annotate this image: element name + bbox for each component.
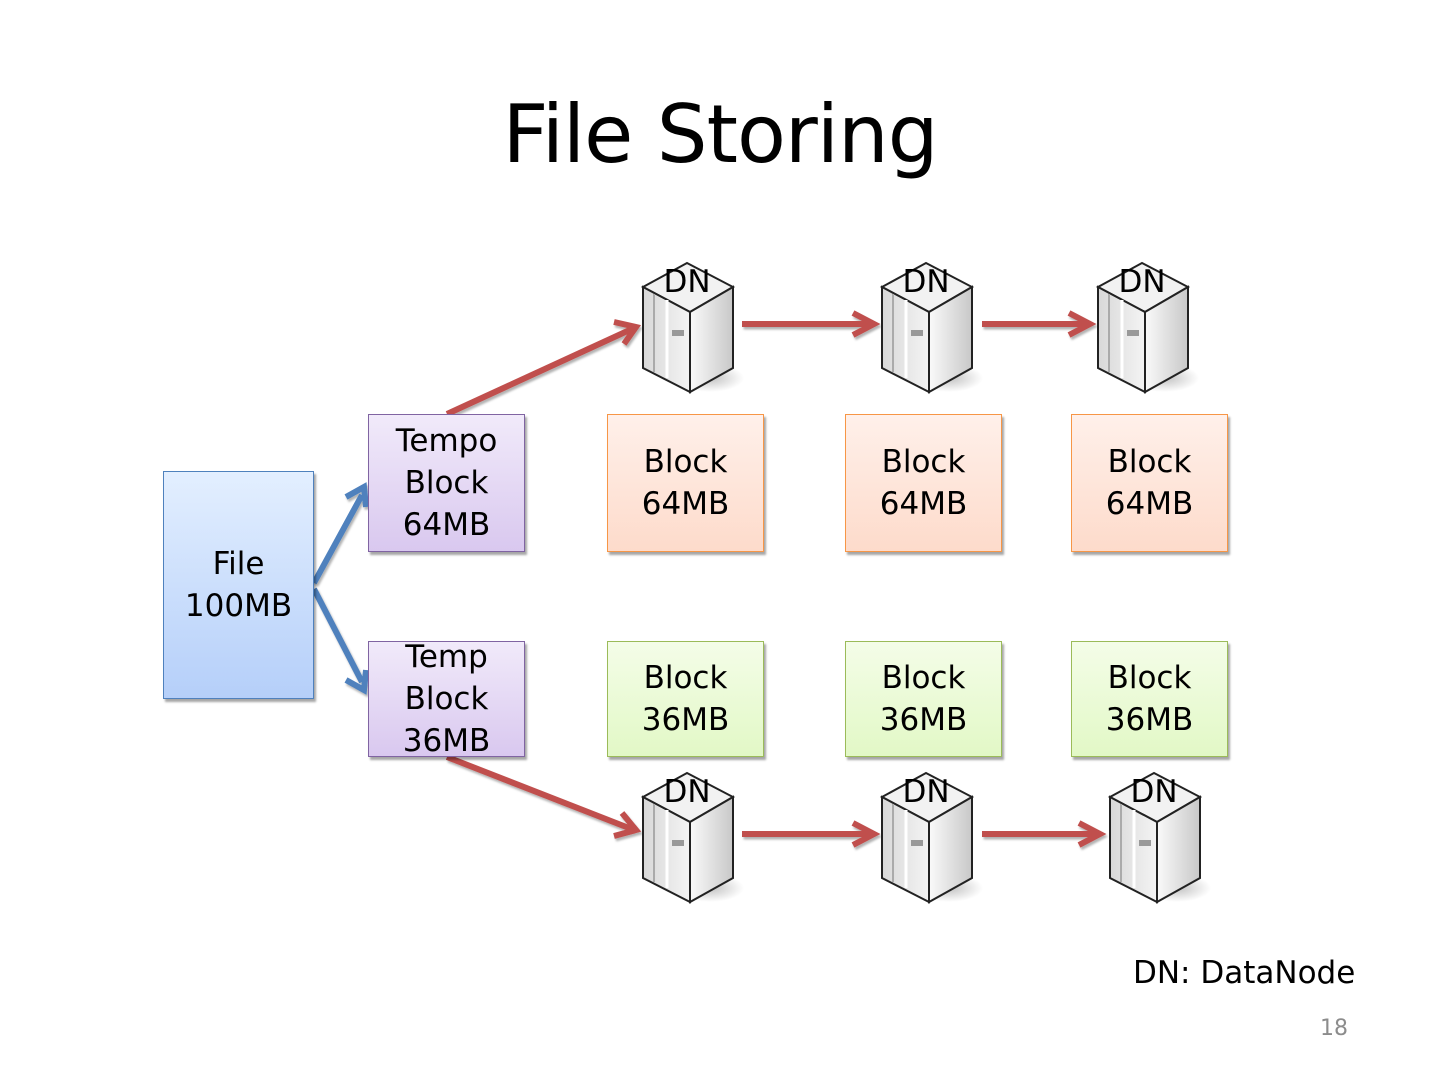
datanode-label: DN: [663, 774, 711, 810]
arrow-dn1-to-dn2-bottom-head: [851, 820, 881, 848]
datanode-label: DN: [902, 774, 950, 810]
block-size: 36MB: [641, 702, 730, 738]
datanode-label: DN: [1118, 264, 1166, 300]
arrow-dn2-to-dn3-bottom-head: [1077, 820, 1107, 848]
block-size: 64MB: [1105, 486, 1194, 522]
slide-title: File Storing: [502, 88, 939, 181]
block-label: Block: [1107, 660, 1192, 696]
server-icon: [640, 261, 744, 394]
arrow-temp36-to-dn1-head: [613, 811, 642, 839]
datanode-label: DN: [1130, 774, 1178, 810]
server-icon: [1107, 771, 1211, 904]
block-size: 36MB: [879, 702, 968, 738]
split-arrow-top-head: [344, 482, 369, 508]
block-64-replica-1: Block 64MB: [607, 414, 764, 552]
datanode-label: DN: [902, 264, 950, 300]
temp-block-label: Temp: [405, 639, 488, 675]
file-box: File 100MB: [163, 471, 314, 699]
split-arrow-bottom: [311, 587, 365, 684]
block-size: 64MB: [879, 486, 968, 522]
file-size: 100MB: [184, 588, 293, 624]
block-label: Block: [1107, 444, 1192, 480]
datanode-bottom-2: DN: [879, 770, 989, 905]
page-number: 18: [1320, 1016, 1348, 1041]
block-36-replica-2: Block 36MB: [845, 641, 1002, 757]
datanode-bottom-1: DN: [640, 770, 750, 905]
file-label: File: [212, 546, 265, 582]
block-label: Block: [881, 444, 966, 480]
temp-block-label: Tempo: [395, 423, 498, 459]
server-icon: [1095, 261, 1199, 394]
temp-block-size: 36MB: [402, 723, 491, 759]
server-icon: [640, 771, 744, 904]
arrow-temp64-to-dn1: [445, 325, 636, 417]
datanode-label: DN: [663, 264, 711, 300]
block-36-replica-1: Block 36MB: [607, 641, 764, 757]
datanode-top-2: DN: [879, 260, 989, 395]
temp-block-64: Tempo Block 64MB: [368, 414, 525, 552]
split-arrow-bottom-head: [344, 669, 369, 695]
arrow-dn1-to-dn2-top-head: [851, 310, 881, 338]
legend-datanode: DN: DataNode: [1133, 955, 1356, 991]
temp-block-36: Temp Block 36MB: [368, 639, 525, 759]
block-label: Block: [881, 660, 966, 696]
split-arrow-top: [311, 493, 365, 585]
server-icon: [879, 261, 983, 394]
block-36-replica-3: Block 36MB: [1071, 641, 1228, 757]
block-size: 36MB: [1105, 702, 1194, 738]
temp-block-label: Block: [404, 681, 489, 717]
temp-block-size: 64MB: [402, 507, 491, 543]
server-icon: [879, 771, 983, 904]
block-64-replica-3: Block 64MB: [1071, 414, 1228, 552]
arrow-temp64-to-dn1-head: [613, 319, 642, 346]
arrow-temp36-to-dn1: [445, 754, 636, 833]
block-label: Block: [643, 444, 728, 480]
block-64-replica-2: Block 64MB: [845, 414, 1002, 552]
datanode-bottom-3: DN: [1107, 770, 1217, 905]
arrow-dn2-to-dn3-top-head: [1067, 310, 1097, 338]
temp-block-label: Block: [404, 465, 489, 501]
datanode-top-1: DN: [640, 260, 750, 395]
block-label: Block: [643, 660, 728, 696]
datanode-top-3: DN: [1095, 260, 1205, 395]
block-size: 64MB: [641, 486, 730, 522]
